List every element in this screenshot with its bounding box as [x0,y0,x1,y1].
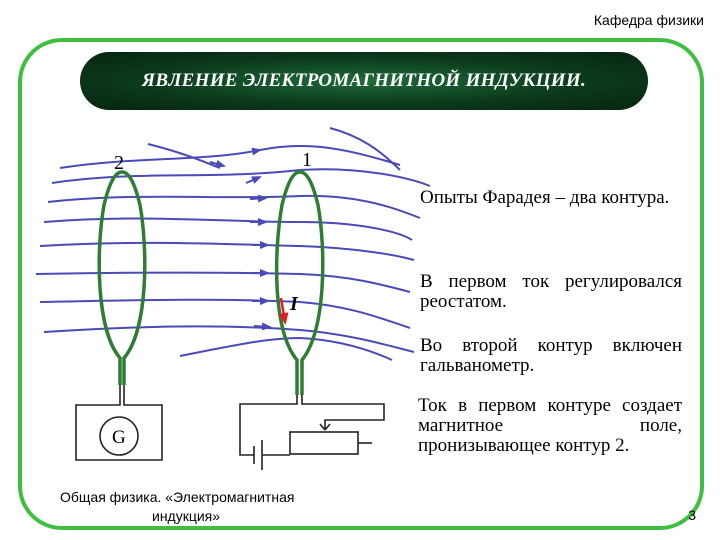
slide-title: ЯВЛЕНИЕ ЭЛЕКТРОМАГНИТНОЙ ИНДУКЦИИ. [141,70,586,91]
coil-2-label: 2 [114,152,124,174]
field-line [39,298,411,329]
footer-line-2: индукция» [152,508,221,524]
coil-1-label: 1 [302,149,312,171]
coil-2 [97,170,147,385]
current-label: I [289,293,299,315]
field-line [329,127,401,171]
text-galvanometer: Во второй контур включен гальванометр. [420,335,682,376]
battery [253,440,263,470]
coil-1 [274,170,325,395]
galvanometer-circuit [75,385,163,461]
text-faraday-experiments: Опыты Фарадея – два контура. [420,187,670,208]
footer-line-1: Общая физика. «Электромагнитная [60,489,295,505]
field-line [35,271,411,293]
rheostat-circuit [239,395,385,470]
field-line [59,145,401,169]
galvanometer [99,416,139,456]
rheostat [289,431,359,455]
field-line [43,217,413,241]
slide-frame [18,38,704,530]
field-lines [35,127,431,361]
current-arrow [278,297,289,325]
galvanometer-label: G [112,427,126,448]
field-line [179,336,393,361]
department-label: Кафедра физики [593,12,704,28]
title-banner: ЯВЛЕНИЕ ЭЛЕКТРОМАГНИТНОЙ ИНДУКЦИИ. [80,52,648,110]
text-magnetic-field: Ток в первом контуре создает магнитное п… [418,395,682,456]
field-line [51,168,431,187]
page-number: 3 [688,507,696,523]
field-line [39,241,415,261]
text-rheostat: В первом ток регулировался реостатом. [420,271,682,312]
field-line [147,143,221,169]
footer: Общая физика. «Электромагнитная индукция… [60,488,350,526]
